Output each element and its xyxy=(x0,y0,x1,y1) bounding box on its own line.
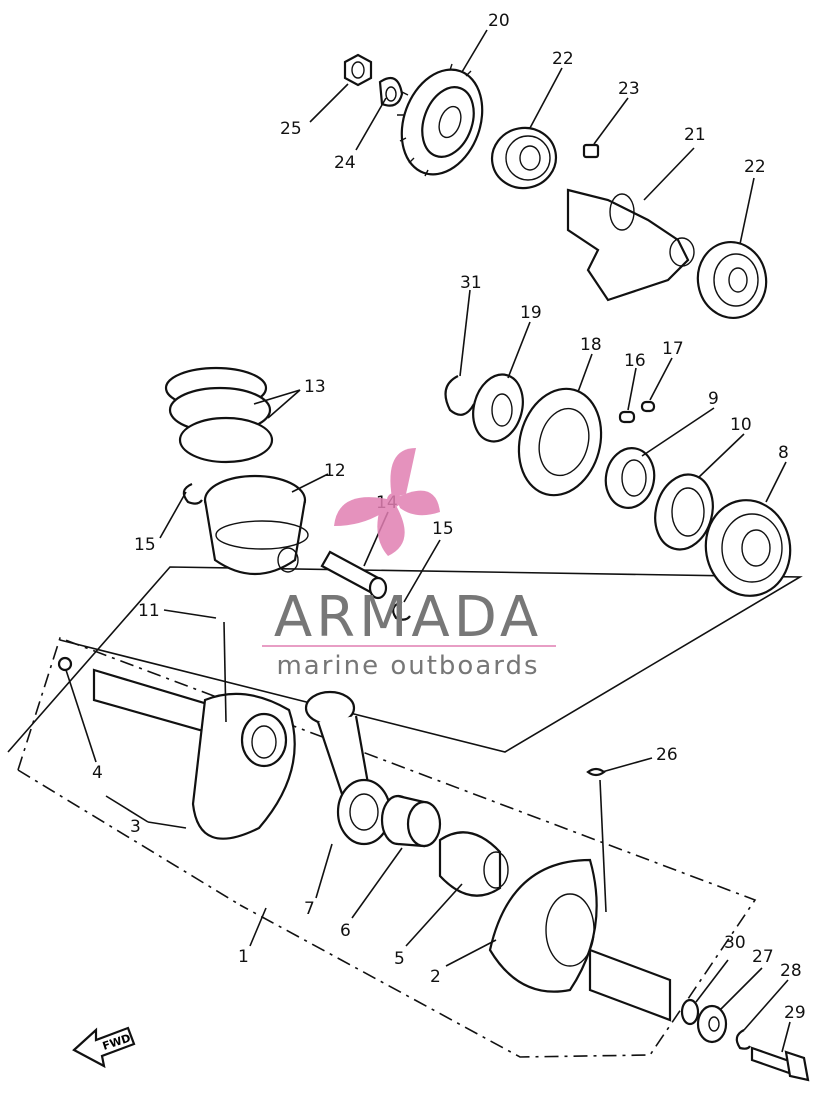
woodruff-key xyxy=(582,143,600,159)
forward-arrow: FWD xyxy=(72,1026,136,1069)
part-label-30: 30 xyxy=(724,933,746,953)
part-label-15-left: 15 xyxy=(134,535,156,555)
part-label-19: 19 xyxy=(520,303,542,323)
part-label-31: 31 xyxy=(460,273,482,293)
pin xyxy=(640,400,656,413)
bearing-upper xyxy=(490,126,558,190)
crank-half-right xyxy=(488,858,672,1022)
part-label-6: 6 xyxy=(340,921,351,941)
washer xyxy=(654,473,714,551)
part-label-24: 24 xyxy=(334,153,356,173)
piston-rings xyxy=(164,366,274,464)
o-ring xyxy=(680,998,700,1026)
part-label-17: 17 xyxy=(662,339,684,359)
part-label-18: 18 xyxy=(580,335,602,355)
part-label-20: 20 xyxy=(488,11,510,31)
part-label-15-right: 15 xyxy=(432,519,454,539)
piston-pin xyxy=(320,550,388,600)
leader-lines xyxy=(65,29,791,1053)
key-26 xyxy=(586,767,606,777)
piston xyxy=(203,474,309,576)
part-label-8: 8 xyxy=(778,443,789,463)
part-label-11: 11 xyxy=(138,601,160,621)
piston-pin-clip-right xyxy=(392,600,411,621)
part-label-21: 21 xyxy=(684,125,706,145)
part-label-7: 7 xyxy=(304,899,315,919)
bolt xyxy=(750,1046,810,1082)
plate xyxy=(472,373,524,443)
part-label-5: 5 xyxy=(394,949,405,969)
propeller-logo-icon xyxy=(334,448,440,556)
spring xyxy=(618,410,636,424)
part-label-22-right: 22 xyxy=(744,157,766,177)
part-label-4: 4 xyxy=(92,763,103,783)
main-bearing xyxy=(704,499,792,597)
bearing-right xyxy=(696,241,768,319)
circlip-28 xyxy=(735,1029,751,1050)
part-label-26: 26 xyxy=(656,745,678,765)
part-label-10: 10 xyxy=(730,415,752,435)
part-label-9: 9 xyxy=(708,389,719,409)
circlip xyxy=(444,375,475,416)
armada-watermark: ARMADA marine outboards xyxy=(262,448,556,681)
drive-gear xyxy=(517,387,603,497)
part-label-3: 3 xyxy=(130,817,141,837)
piston-group-outline xyxy=(7,566,803,753)
watermark-tagline: marine outboards xyxy=(276,651,539,681)
part-label-16: 16 xyxy=(624,351,646,371)
balancer-shaft xyxy=(566,188,695,302)
piston-pin-clip-left xyxy=(182,482,203,505)
part-label-22-upper: 22 xyxy=(552,49,574,69)
part-label-28: 28 xyxy=(780,961,802,981)
nut xyxy=(343,53,373,87)
connecting-rod xyxy=(304,690,392,846)
crank-half-left xyxy=(57,656,296,840)
part-label-2: 2 xyxy=(430,967,441,987)
part-label-27: 27 xyxy=(752,947,774,967)
part-label-12: 12 xyxy=(324,461,346,481)
crank-pin xyxy=(438,831,509,897)
locknut xyxy=(604,447,656,509)
part-label-29: 29 xyxy=(784,1003,806,1023)
thrust-washer xyxy=(696,1004,728,1044)
needle-bearing xyxy=(380,794,442,848)
small-key xyxy=(57,656,73,672)
driven-gear xyxy=(397,63,484,177)
crankshaft-assembly-outline xyxy=(17,636,757,1058)
part-label-13: 13 xyxy=(304,377,326,397)
part-label-25: 25 xyxy=(280,119,302,139)
part-numbers: 1 2 3 4 5 6 7 8 9 10 11 12 13 14 15 15 1… xyxy=(92,11,806,1023)
part-label-1: 1 xyxy=(238,947,249,967)
watermark-brand: ARMADA xyxy=(274,585,542,650)
part-label-23: 23 xyxy=(618,79,640,99)
